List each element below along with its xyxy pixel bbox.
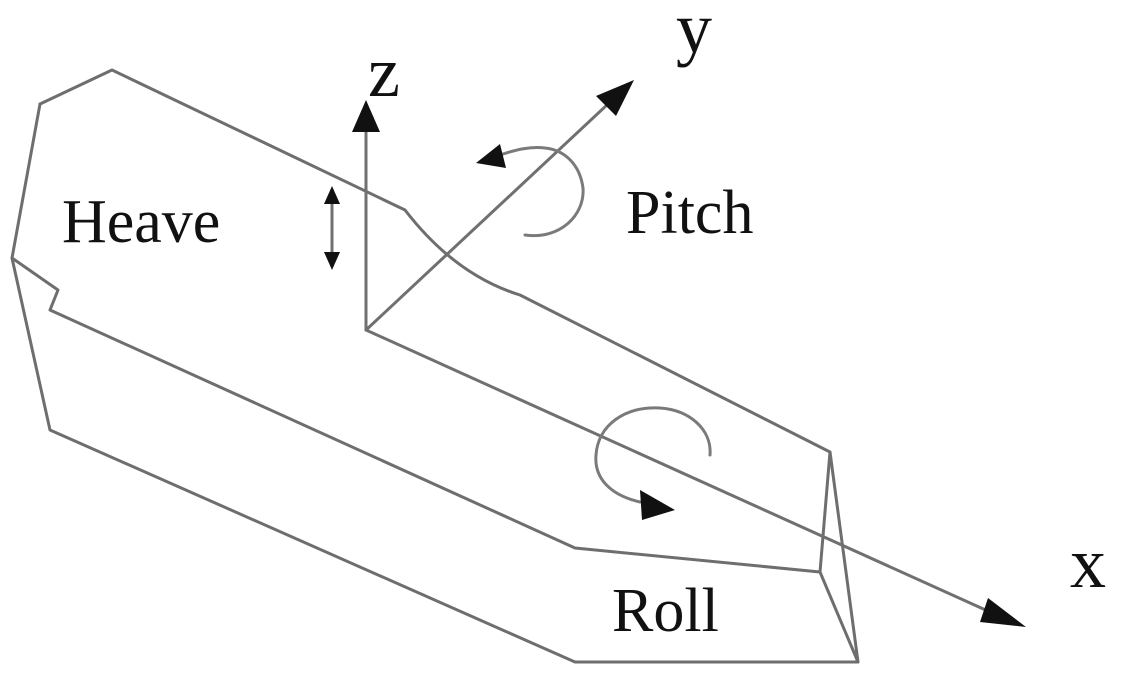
roll-label: Roll <box>612 577 719 645</box>
y-axis <box>364 80 634 332</box>
heave-label: Heave <box>62 188 220 256</box>
y-axis-label: y <box>676 0 712 68</box>
z-axis <box>352 100 380 332</box>
x-axis <box>364 328 1026 627</box>
z-axis-label: z <box>368 32 400 112</box>
pitch-label: Pitch <box>626 179 753 247</box>
pitch-rotation-arrow <box>476 144 585 238</box>
roll-rotation-arrow <box>594 406 712 520</box>
hull-outline <box>10 68 860 664</box>
heave-arrow <box>324 186 340 270</box>
x-axis-label: x <box>1070 523 1106 603</box>
